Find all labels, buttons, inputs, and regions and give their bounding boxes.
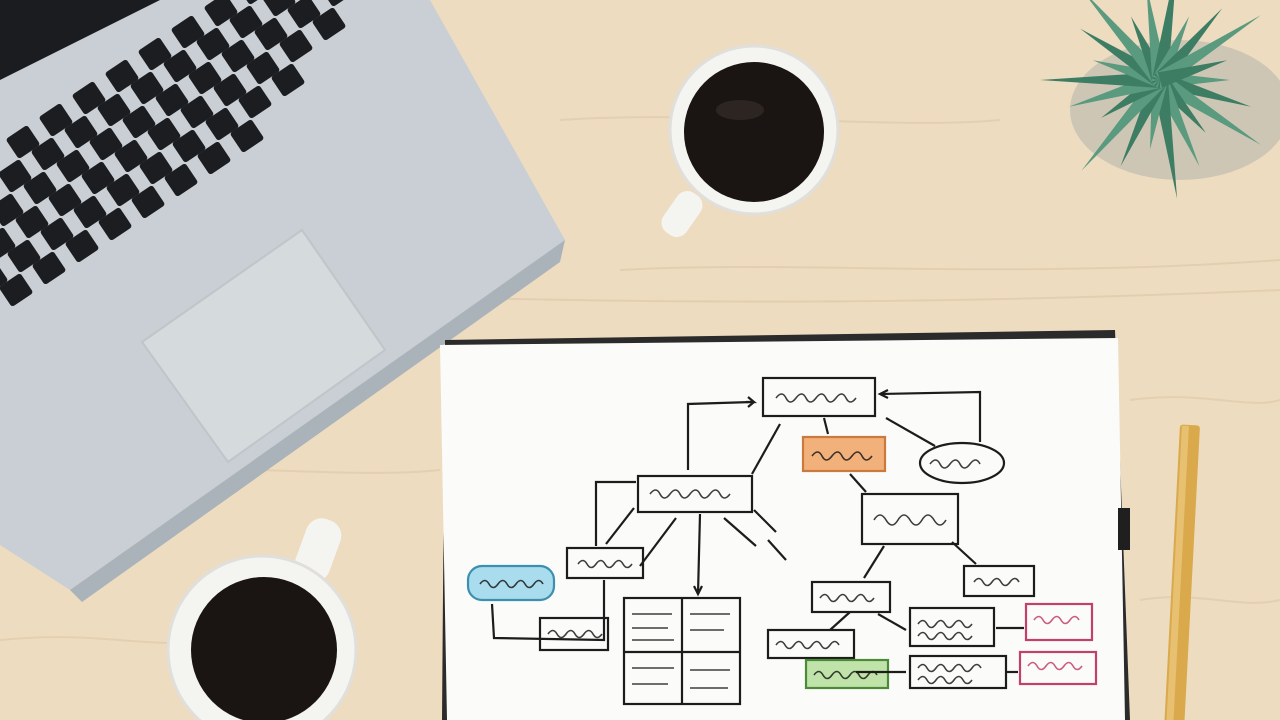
sketch-box-orange	[801, 435, 887, 473]
keyboard-key	[40, 217, 74, 251]
keyboard-key	[105, 59, 139, 93]
plant-leaf	[1081, 74, 1167, 171]
keyboard-key	[98, 207, 132, 241]
plant-leaf	[1157, 60, 1228, 88]
laptop-icon	[0, 0, 565, 602]
keyboard-key	[205, 107, 239, 141]
keyboard-key	[131, 185, 165, 219]
keyboard-key	[230, 119, 264, 153]
keyboard-key	[0, 159, 32, 193]
keyboard-key	[254, 17, 288, 51]
plant-leaf	[1157, 72, 1252, 107]
keyboard-key	[279, 29, 313, 63]
keyboard-key	[0, 273, 33, 307]
keyboard-key	[139, 151, 173, 185]
coffee-mug-icon	[661, 44, 840, 237]
notebook-page	[440, 338, 1125, 720]
pencil-icon	[1164, 424, 1200, 720]
keyboard-key	[81, 161, 115, 195]
flowchart-sketch	[466, 376, 1098, 706]
keyboard-key	[114, 139, 148, 173]
notebook-icon	[440, 330, 1130, 720]
keyboard-key	[6, 125, 40, 159]
plant-leaf	[1080, 28, 1165, 87]
sketch-box-pink-2	[1018, 650, 1098, 686]
sketch-box-top	[761, 376, 877, 418]
keyboard-key	[204, 0, 238, 27]
keyboard-key	[188, 61, 222, 95]
keyboard-key	[7, 239, 41, 273]
keyboard-key	[221, 39, 255, 73]
sketch-box-pink-1	[1024, 602, 1094, 642]
keyboard-key	[246, 51, 280, 85]
keyboard-key	[196, 27, 230, 61]
keyboard-key	[122, 105, 156, 139]
keyboard-key	[106, 173, 140, 207]
keyboard-key	[23, 171, 57, 205]
keyboard-key	[56, 149, 90, 183]
keyboard-key	[238, 85, 272, 119]
keyboard-key	[180, 95, 214, 129]
sketch-box-center-low	[810, 580, 892, 614]
plant-leaf	[1155, 73, 1261, 145]
keyboard-key	[64, 115, 98, 149]
sketch-box-r1	[908, 606, 996, 648]
keyboard-key	[138, 37, 172, 71]
keyboard-key	[89, 127, 123, 161]
sketch-box-blue	[466, 564, 556, 602]
keyboard-key	[171, 15, 205, 49]
keyboard-key	[15, 205, 49, 239]
keyboard-key	[271, 63, 305, 97]
keyboard-key	[130, 71, 164, 105]
keyboard-key	[39, 103, 73, 137]
sketch-box-lower-left	[538, 616, 610, 652]
sketch-box-mid-left	[636, 474, 754, 514]
keyboard-key	[229, 5, 263, 39]
keyboard-key	[213, 73, 247, 107]
keyboard-key	[172, 129, 206, 163]
keyboard-key	[155, 83, 189, 117]
plant-leaf	[1152, 16, 1190, 84]
keyboard-key	[147, 117, 181, 151]
coffee-mug-icon	[166, 518, 358, 720]
keyboard-key	[48, 183, 82, 217]
keyboard-key	[0, 227, 16, 261]
keyboard-key	[31, 137, 65, 171]
sketch-box-green	[804, 658, 890, 690]
sketch-oval	[918, 441, 1006, 485]
screen-hinge	[0, 0, 160, 80]
keyboard-key	[65, 229, 99, 263]
sketch-box-right	[962, 564, 1036, 598]
plant-leaf	[1120, 76, 1168, 167]
sketch-box-center	[860, 492, 960, 546]
plant-leaf	[1040, 72, 1160, 88]
keyboard-key	[164, 163, 198, 197]
keyboard-key	[97, 93, 131, 127]
keyboard-key	[262, 0, 296, 17]
sketch-arrows	[490, 389, 1024, 674]
plant-icon	[1040, 0, 1280, 199]
keyboard-key	[163, 49, 197, 83]
keyboard-key	[0, 193, 24, 227]
keyboard-key	[73, 195, 107, 229]
keyboard	[0, 0, 354, 307]
trackpad	[140, 228, 387, 464]
keyboard-key	[287, 0, 321, 29]
plant-leaf	[1092, 60, 1163, 88]
sketch-box-gray	[766, 628, 856, 660]
keyboard-key	[312, 7, 346, 41]
keyboard-key	[197, 141, 231, 175]
keyboard-key	[72, 81, 106, 115]
laptop-edge	[70, 240, 565, 602]
keyboard-key	[32, 251, 66, 285]
